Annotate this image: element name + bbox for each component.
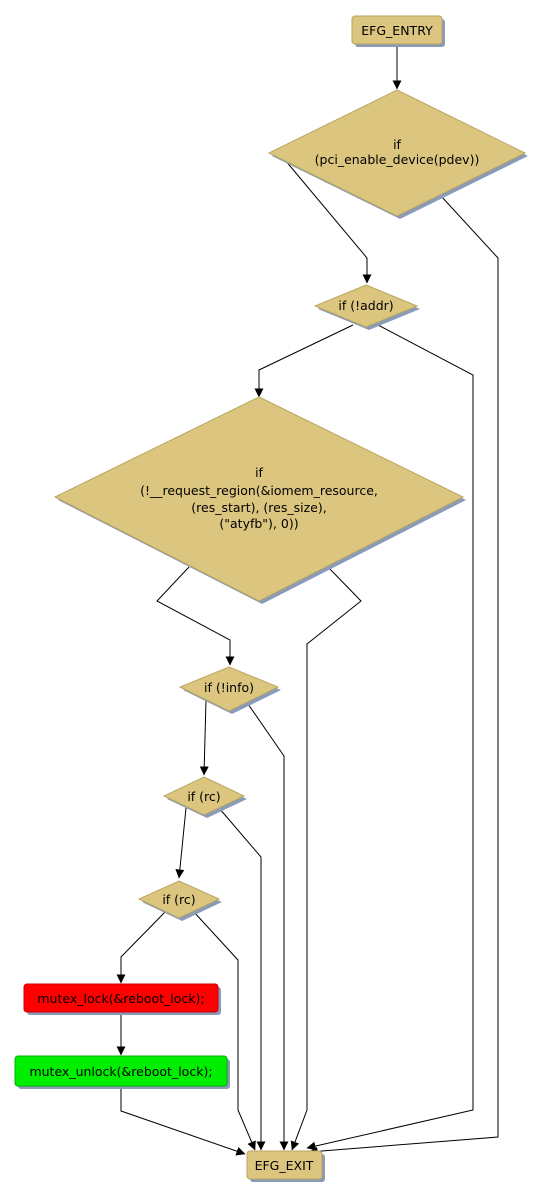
exit-node: EFG_EXIT xyxy=(246,1150,325,1182)
edge-addr-to-region xyxy=(254,324,354,398)
edge-info-to-exit xyxy=(247,703,289,1151)
edge-region-to-info xyxy=(156,566,235,666)
decision-rc1-line-1: if (rc) xyxy=(187,789,220,804)
mutex-unlock-node: mutex_unlock(&reboot_lock); xyxy=(14,1055,230,1089)
edge-rc2-to-lock xyxy=(116,910,167,984)
entry-node: EFG_ENTRY xyxy=(351,15,445,47)
decision-region-line-2: (!__request_region(&iomem_resource, xyxy=(140,483,378,498)
decision-rc-2: if (rc) xyxy=(137,880,222,921)
edge-rc1-to-exit xyxy=(218,807,266,1151)
decision-region-line-3: (res_start), (res_size), xyxy=(191,500,326,515)
edges xyxy=(116,45,499,1156)
edge-unlock-to-exit xyxy=(120,1087,246,1156)
mutex-lock-node: mutex_lock(&reboot_lock); xyxy=(23,983,221,1015)
edge-info-to-rc1 xyxy=(199,699,209,776)
edge-pci-to-addr xyxy=(284,159,372,284)
decision-info-line-1: if (!info) xyxy=(204,680,254,695)
decision-pci-enable-device: if (pci_enable_device(pdev)) xyxy=(267,89,528,219)
edge-region-to-exit xyxy=(290,566,362,1151)
edge-rc1-to-rc2 xyxy=(175,807,187,879)
decision-pci-line-1: if xyxy=(393,137,401,152)
entry-label: EFG_ENTRY xyxy=(361,23,433,38)
exit-label: EFG_EXIT xyxy=(255,1158,314,1173)
decision-rc-1: if (rc) xyxy=(162,776,247,818)
decision-addr: if (!addr) xyxy=(313,284,420,330)
edge-pci-to-exit xyxy=(308,195,499,1156)
decision-rc2-line-1: if (rc) xyxy=(162,892,195,907)
decision-info: if (!info) xyxy=(178,666,281,714)
edge-addr-to-exit xyxy=(306,324,474,1151)
mutex-unlock-label: mutex_unlock(&reboot_lock); xyxy=(29,1064,212,1079)
mutex-lock-label: mutex_lock(&reboot_lock); xyxy=(37,991,204,1006)
decision-request-region: if (!__request_region(&iomem_resource, (… xyxy=(53,396,466,604)
edge-rc2-to-exit xyxy=(192,910,256,1151)
decision-region-line-4: ("atyfb"), 0)) xyxy=(219,516,298,531)
decision-addr-line-1: if (!addr) xyxy=(338,298,393,313)
decision-region-line-1: if xyxy=(255,465,263,480)
decision-pci-line-2: (pci_enable_device(pdev)) xyxy=(315,152,480,167)
